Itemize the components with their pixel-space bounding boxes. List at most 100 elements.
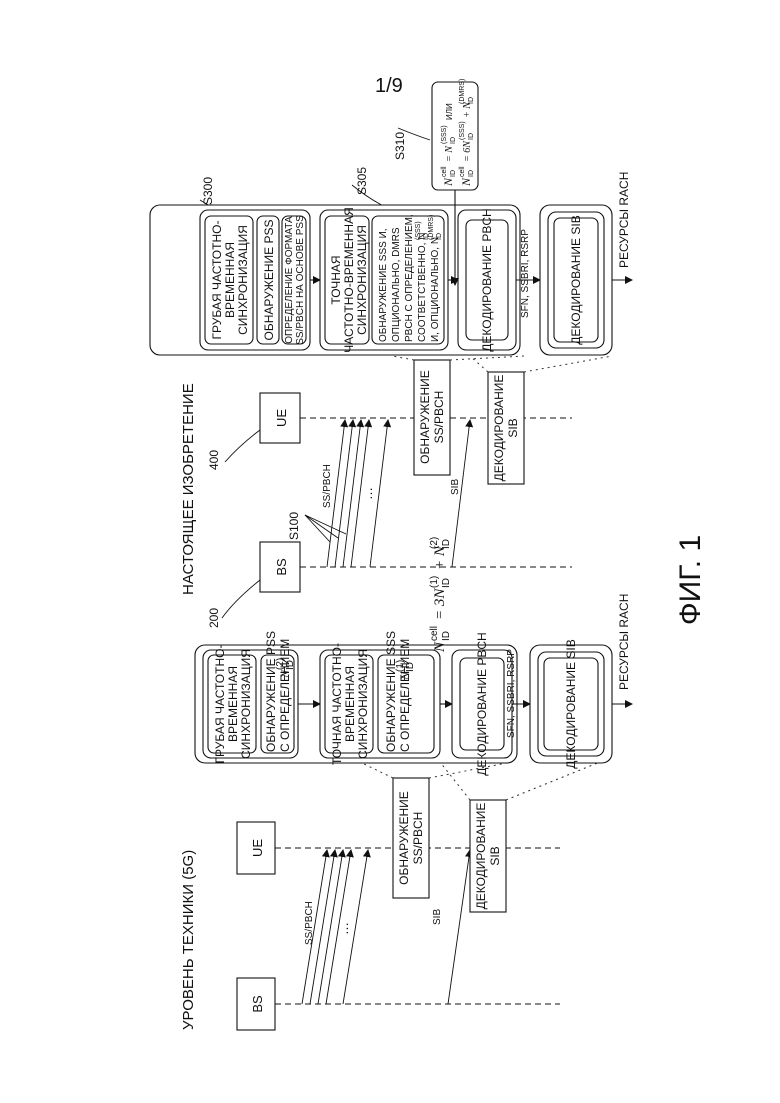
present-s310-or: ИЛИ [445, 103, 454, 120]
prior-guide-1 [360, 762, 393, 778]
present-s310-line2-rest: = 6N [462, 140, 473, 162]
prior-sss-2: С ОПРЕДЕЛЕНИЕМ [398, 639, 412, 752]
present-sss-3: PBCH С ОПРЕДЕЛЕНИЕМ, [404, 214, 415, 342]
present-ue-leader [225, 430, 260, 462]
prior-detect-line2: SS/PBCH [411, 812, 425, 865]
present-fine-1: ТОЧНАЯ [329, 255, 343, 304]
present-sspbch-label: SS/PBCH [322, 464, 333, 508]
present-s310-line1-sub: ID [450, 170, 457, 177]
present-decode-line2: SIB [506, 418, 520, 437]
present-s310-line2-sub: ID [468, 170, 475, 177]
present-s310-line1-rest-sub: ID [450, 137, 457, 144]
present-sss-math-1-sup: (SSS) [415, 221, 422, 240]
present-sib-decode: ДЕКОДИРОВАНИЕ SIB [569, 215, 583, 344]
present-s310-line2-n: N [459, 177, 473, 187]
present-s305: S305 [355, 167, 369, 195]
present-sspbch-arrow-3 [343, 420, 361, 567]
prior-pss-math-sub: ID [285, 660, 296, 670]
present-s310-line1-rest: = N [444, 145, 455, 162]
present-guide-4 [524, 356, 612, 372]
present-s310: S310 [393, 132, 407, 160]
present-detect-line1: ОБНАРУЖЕНИЕ [418, 370, 432, 464]
prior-pss-1: ОБНАРУЖЕНИЕ PSS [264, 631, 278, 752]
present-detect-line2: SS/PBCH [432, 391, 446, 444]
present-ue-ref: 400 [207, 450, 221, 470]
present-bs-label: BS [274, 558, 289, 576]
prior-fine-2: ВРЕМЕННАЯ [343, 666, 357, 742]
prior-formula-rest-sup: (1) [429, 576, 440, 588]
prior-decode-line1: ДЕКОДИРОВАНИЕ [474, 803, 488, 910]
present-s100: S100 [287, 512, 301, 540]
prior-formula-rest-sub: ID [441, 578, 452, 588]
present-coarse-3: СИНХРОНИЗАЦИЯ [236, 225, 250, 335]
present-sfn-label: SFN, SSBRI, RSRP [520, 229, 531, 318]
prior-coarse-1: ГРУБАЯ ЧАСТОТНО- [213, 645, 227, 764]
prior-rach-label: РЕСУРСЫ RACH [617, 594, 631, 690]
prior-formula-rest: = 3N [432, 588, 448, 620]
present-guide-3 [470, 356, 488, 372]
prior-coarse-3: СИНХРОНИЗАЦИЯ [239, 649, 253, 759]
prior-formula-plus-sup: (2) [429, 537, 440, 549]
present-coarse-2: ВРЕМЕННАЯ [223, 242, 237, 318]
present-bs-leader [222, 580, 260, 618]
present-s310-line2-rest-sup: (SSS) [459, 121, 466, 140]
prior-pss-2: С ОПРЕДЕЛЕНИЕМ [278, 639, 292, 752]
present-sss-math-2-sup: (DMRS) [428, 215, 435, 240]
prior-bs-label: BS [250, 995, 265, 1013]
prior-guide-4 [506, 762, 600, 800]
present-format-1: ОПРЕДЕЛЕНИЕ ФОРМАТА [284, 216, 295, 344]
prior-ue-label: UE [250, 839, 265, 857]
present-s310-line2-sup: cell [459, 166, 466, 177]
present-s310-line1-sup: cell [441, 166, 448, 177]
present-fine-2: ЧАСТОТНО-ВРЕМЕННАЯ [342, 207, 356, 352]
prior-art-section: УРОВЕНЬ ТЕХНИКИ (5G) BS UE SS/PBCH … SIB… [180, 537, 632, 1030]
prior-formula-sub: ID [441, 631, 452, 641]
present-pbch-label: ДЕКОДИРОВАНИЕ PBCH [480, 208, 494, 351]
present-s300: S300 [201, 177, 215, 205]
prior-formula-sup: cell [429, 626, 440, 641]
prior-formula-plus-sub: ID [441, 539, 452, 549]
prior-dots: … [336, 922, 351, 935]
prior-guide-3 [440, 762, 470, 800]
prior-sib-arrow [448, 850, 470, 1004]
present-pss: ОБНАРУЖЕНИЕ PSS [262, 220, 276, 341]
present-decode-line1: ДЕКОДИРОВАНИЕ [492, 375, 506, 482]
prior-art-title: УРОВЕНЬ ТЕХНИКИ (5G) [180, 850, 197, 1030]
present-coarse-1: ГРУБАЯ ЧАСТОТНО- [210, 221, 224, 340]
present-format-2: SS/PBCH НА ОСНОВЕ PSS [295, 215, 306, 345]
prior-formula: N cell ID = 3N (1) ID + N (2) ID [429, 537, 452, 653]
prior-sss-math-sub: ID [405, 662, 416, 672]
present-guide-1 [392, 356, 414, 360]
present-s100-leader-1 [305, 515, 330, 542]
prior-fine-1: ТОЧНАЯ ЧАСТОТНО- [330, 643, 344, 765]
prior-sib-decode: ДЕКОДИРОВАНИЕ SIB [564, 639, 578, 768]
prior-detect-line1: ОБНАРУЖЕНИЕ [397, 791, 411, 885]
prior-sspbch-label: SS/PBCH [304, 901, 315, 945]
present-s310-line1-rest-sup: (SSS) [441, 125, 448, 144]
present-rach-label: РЕСУРСЫ RACH [617, 172, 631, 268]
page-number: 1/9 [375, 75, 403, 97]
present-bs-ref: 200 [207, 608, 221, 628]
prior-fine-3: СИНХРОНИЗАЦИЯ [356, 649, 370, 759]
present-fine-3: СИНХРОНИЗАЦИЯ [355, 225, 369, 335]
present-sss-2: ОПЦИОНАЛЬНО, DMRS [391, 227, 402, 342]
present-s310-line1-n: N [441, 177, 455, 187]
present-section: НАСТОЯЩЕЕ ИЗОБРЕТЕНИЕ BS 200 UE 400 S100… [150, 79, 632, 628]
prior-formula-n: N [432, 641, 448, 653]
present-sss-5: И, ОПЦИОНАЛЬНО, N [430, 237, 441, 342]
present-sspbch-arrow-2 [335, 420, 353, 567]
present-ue-label: UE [274, 409, 289, 427]
prior-decode-line2: SIB [488, 846, 502, 865]
prior-sfn-label: SFN, SSBRI, RSRP [506, 649, 517, 738]
prior-guide-2 [429, 762, 512, 778]
prior-sss-1: ОБНАРУЖЕНИЕ SSS [384, 631, 398, 752]
present-s310-line2-rest-sub: ID [468, 133, 475, 140]
prior-sib-label: SIB [432, 909, 443, 925]
present-guide-2 [450, 356, 525, 360]
present-title: НАСТОЯЩЕЕ ИЗОБРЕТЕНИЕ [180, 383, 197, 595]
prior-pbch-label: ДЕКОДИРОВАНИЕ PBCH [475, 632, 489, 775]
figure-label: ФИГ. 1 [674, 535, 707, 625]
present-dots: … [360, 487, 375, 500]
present-s310-line2-plus-sup: (DMRS) [459, 79, 466, 104]
